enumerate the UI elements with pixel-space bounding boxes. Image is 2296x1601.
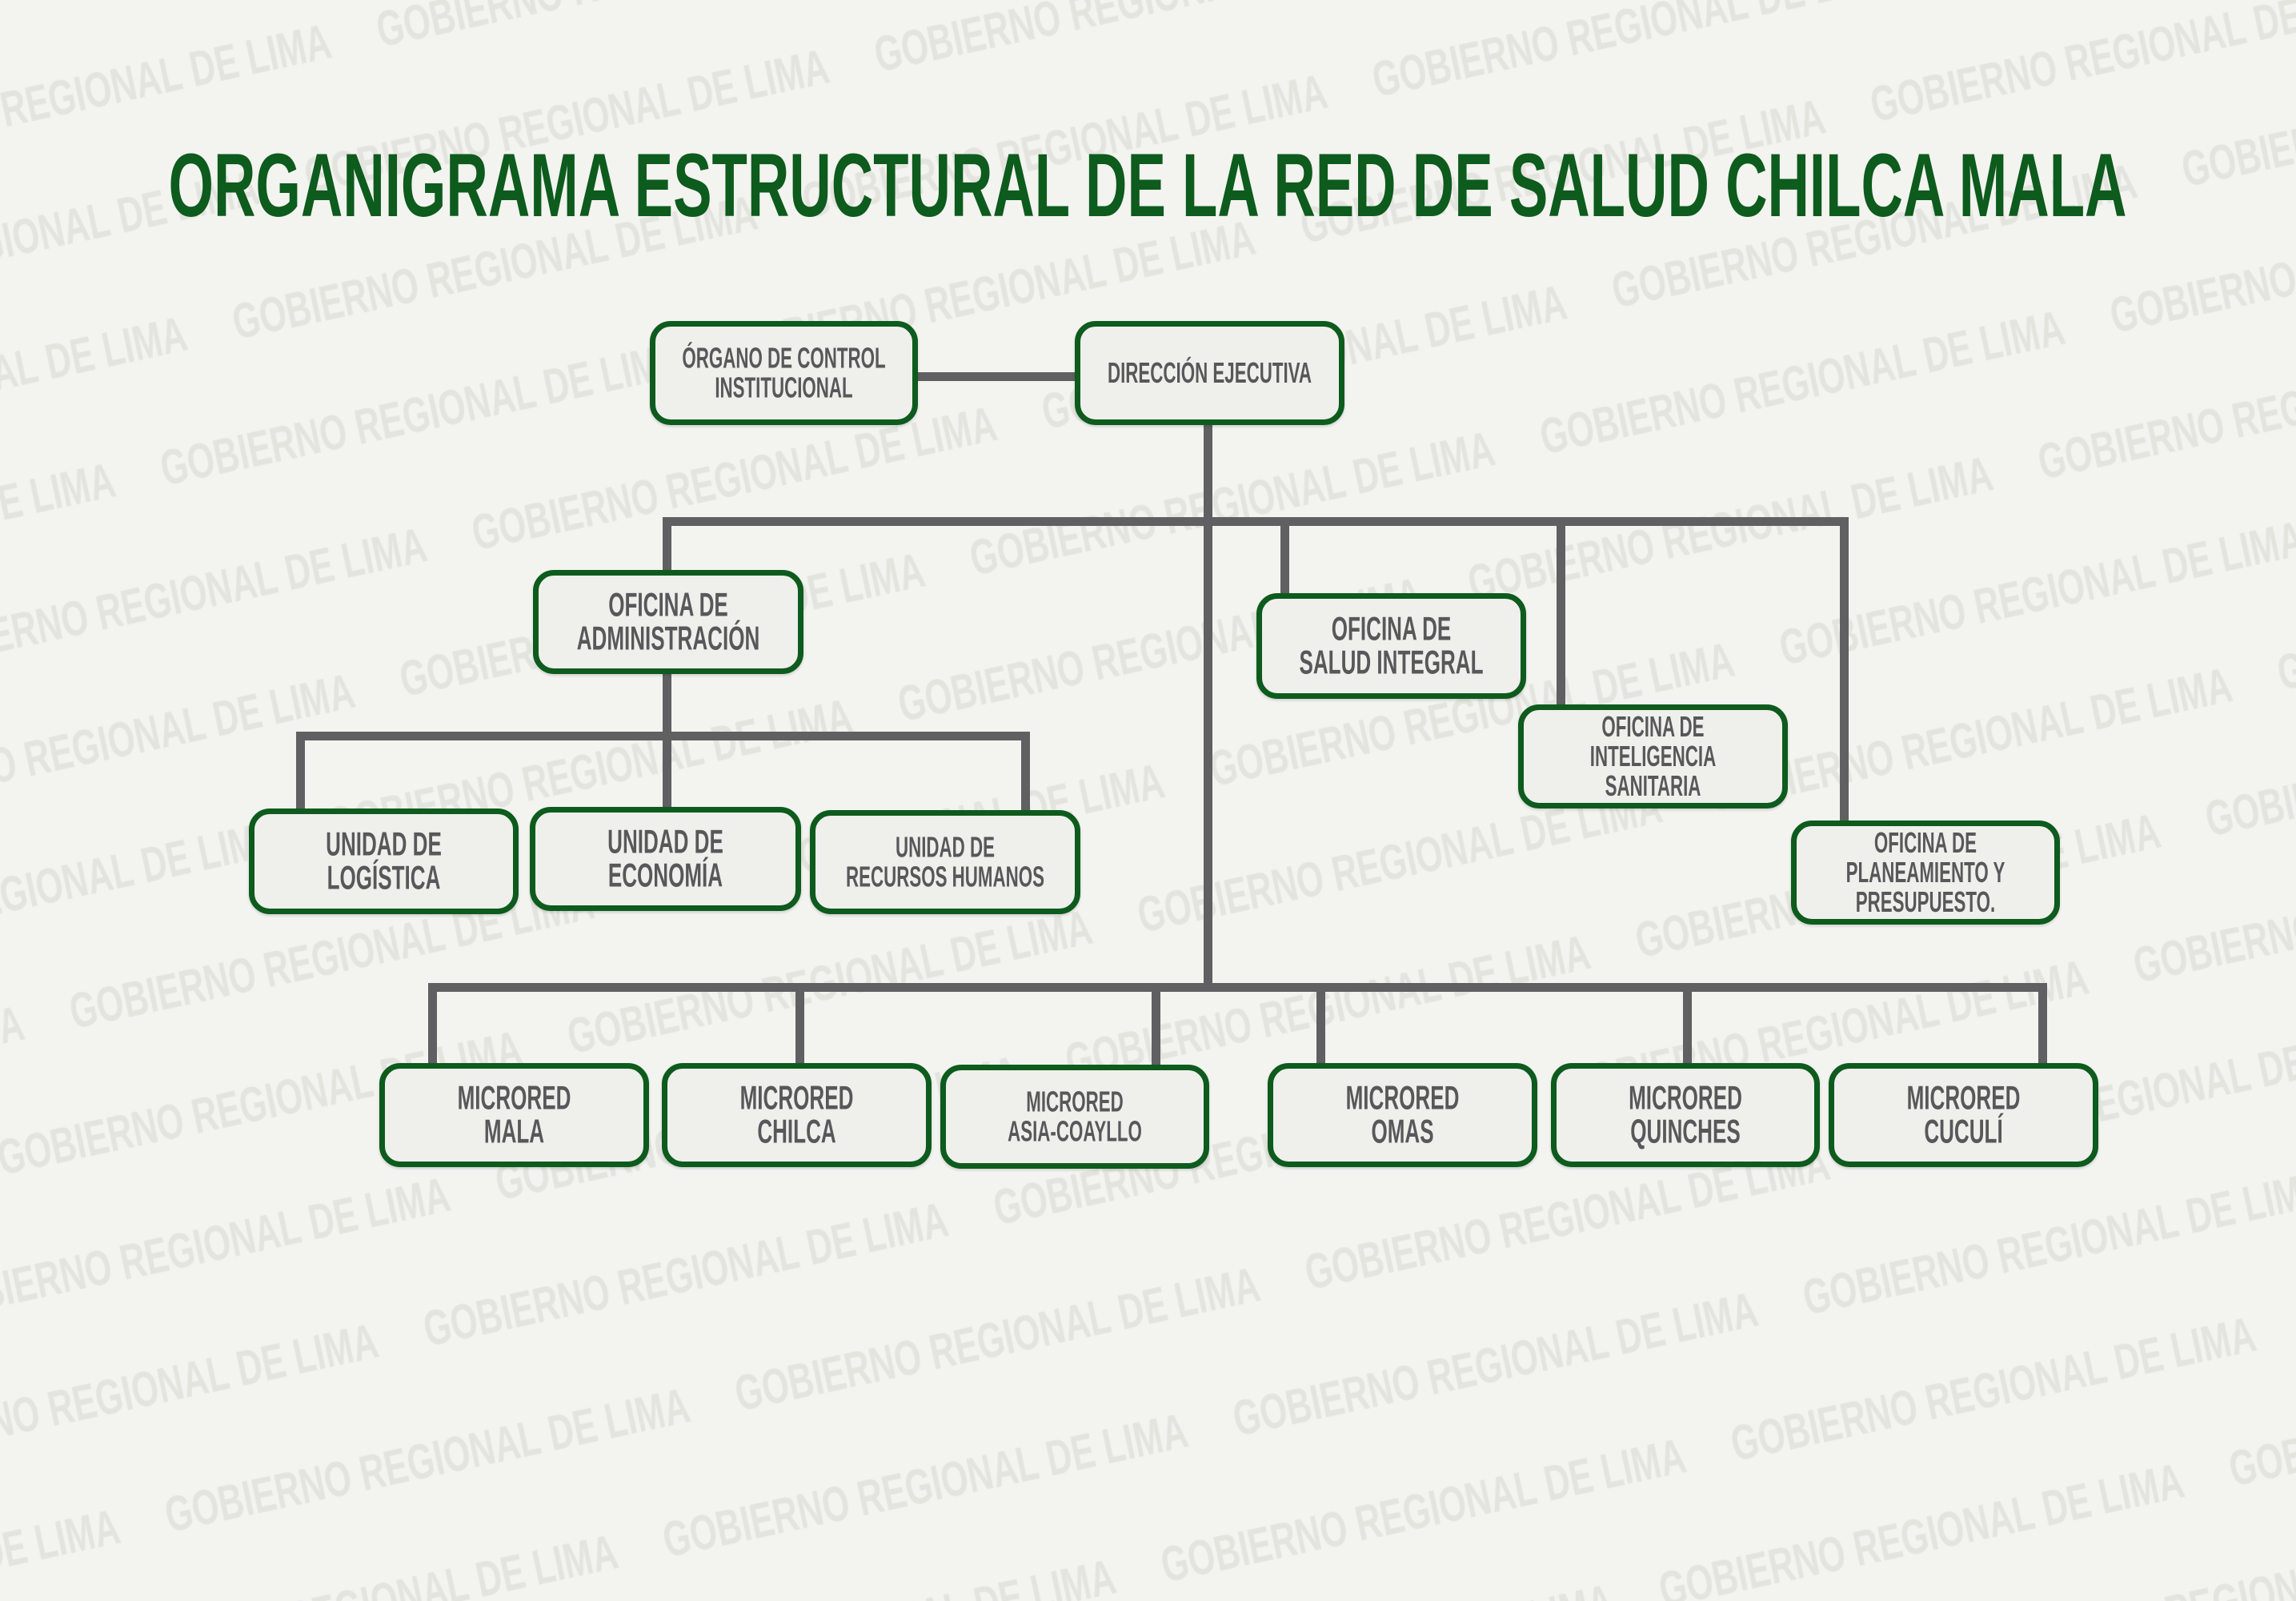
- node-oficina-administracion: OFICINA DEADMINISTRACIÓN: [533, 570, 803, 674]
- node-label-line: ASIA-COAYLLO: [1008, 1114, 1142, 1147]
- connector-line: [663, 517, 1849, 526]
- title-text: ORGANIGRAMA ESTRUCTURAL DE LA RED DE SAL…: [169, 135, 2127, 235]
- node-label-line: PRESUPUESTO.: [1856, 885, 1995, 918]
- node-label-line: QUINCHES: [1630, 1112, 1740, 1150]
- node-label-line: MICRORED: [458, 1078, 571, 1116]
- connector-line: [428, 983, 2047, 992]
- node-label-line: ADMINISTRACIÓN: [577, 618, 760, 656]
- node-label-line: CUCULÍ: [1924, 1112, 2003, 1150]
- node-label-line: CHILCA: [757, 1112, 835, 1150]
- node-label-line: MICRORED: [1346, 1078, 1460, 1116]
- node-label-line: UNIDAD DE: [326, 825, 442, 862]
- connector-line: [296, 732, 305, 810]
- connector-line: [1152, 983, 1160, 1065]
- node-label-line: MICRORED: [1907, 1078, 2021, 1116]
- connector-line: [2038, 983, 2047, 1065]
- node-label-line: LOGÍSTICA: [327, 858, 441, 896]
- node-label-line: MICRORED: [1629, 1078, 1742, 1116]
- node-label-line: OFICINA DE: [1601, 710, 1704, 743]
- node-label: ÓRGANO DE CONTROLINSTITUCIONAL: [682, 340, 885, 403]
- node-label-line: OFICINA DE: [1332, 609, 1451, 647]
- node-label-line: OMAS: [1371, 1112, 1433, 1150]
- node-label-line: OFICINA DE: [1874, 826, 1977, 859]
- connector-line: [1683, 983, 1692, 1065]
- connector-line: [663, 517, 671, 573]
- connector-line: [918, 372, 1075, 381]
- node-label-line: SANITARIA: [1605, 769, 1701, 802]
- node-label-line: INSTITUCIONAL: [715, 371, 852, 403]
- connector-line: [428, 983, 437, 1065]
- node-label-line: SALUD INTEGRAL: [1299, 643, 1483, 680]
- node-label-line: MICRORED: [1026, 1085, 1124, 1117]
- connector-line: [1204, 425, 1212, 991]
- node-label-line: MALA: [484, 1112, 544, 1150]
- node-label-line: INTELIGENCIA: [1590, 740, 1716, 772]
- node-label-line: OFICINA DE: [608, 585, 727, 623]
- connector-line: [1316, 983, 1325, 1065]
- node-label-line: ECONOMÍA: [608, 856, 723, 893]
- node-label-line: ÓRGANO DE CONTROL: [682, 340, 885, 374]
- node-direccion-ejecutiva: DIRECCIÓN EJECUTIVA: [1075, 321, 1344, 425]
- node-label-line: DIRECCIÓN EJECUTIVA: [1108, 355, 1312, 389]
- connector-line: [795, 983, 804, 1065]
- node-label-line: MICRORED: [740, 1078, 854, 1116]
- node-label-line: PLANEAMIENTO Y: [1846, 856, 2005, 889]
- node-label-line: UNIDAD DE: [896, 830, 995, 863]
- connector-line: [1840, 517, 1849, 824]
- node-label-line: RECURSOS HUMANOS: [846, 860, 1044, 893]
- connector-line: [663, 674, 671, 810]
- connector-line: [296, 732, 1030, 740]
- node-label-line: UNIDAD DE: [607, 822, 723, 860]
- node-organo-control-institucional: ÓRGANO DE CONTROLINSTITUCIONAL: [650, 321, 918, 425]
- node-label: OFICINA DEADMINISTRACIÓN: [577, 585, 760, 656]
- node-label: DIRECCIÓN EJECUTIVA: [1108, 355, 1312, 389]
- connector-line: [1021, 732, 1030, 812]
- connector-line: [1557, 517, 1565, 708]
- connector-line: [1280, 517, 1289, 596]
- page-title: ORGANIGRAMA ESTRUCTURAL DE LA RED DE SAL…: [169, 135, 2127, 235]
